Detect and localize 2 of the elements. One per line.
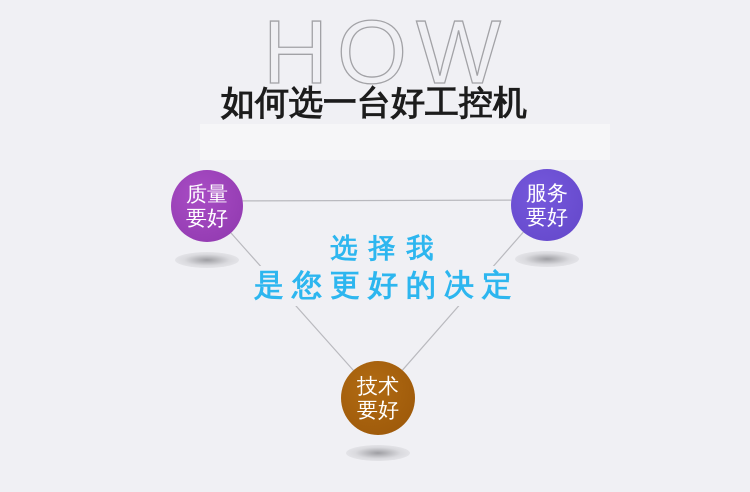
- slogan-text: 选择我: [330, 233, 444, 265]
- connector-line: [242, 200, 512, 202]
